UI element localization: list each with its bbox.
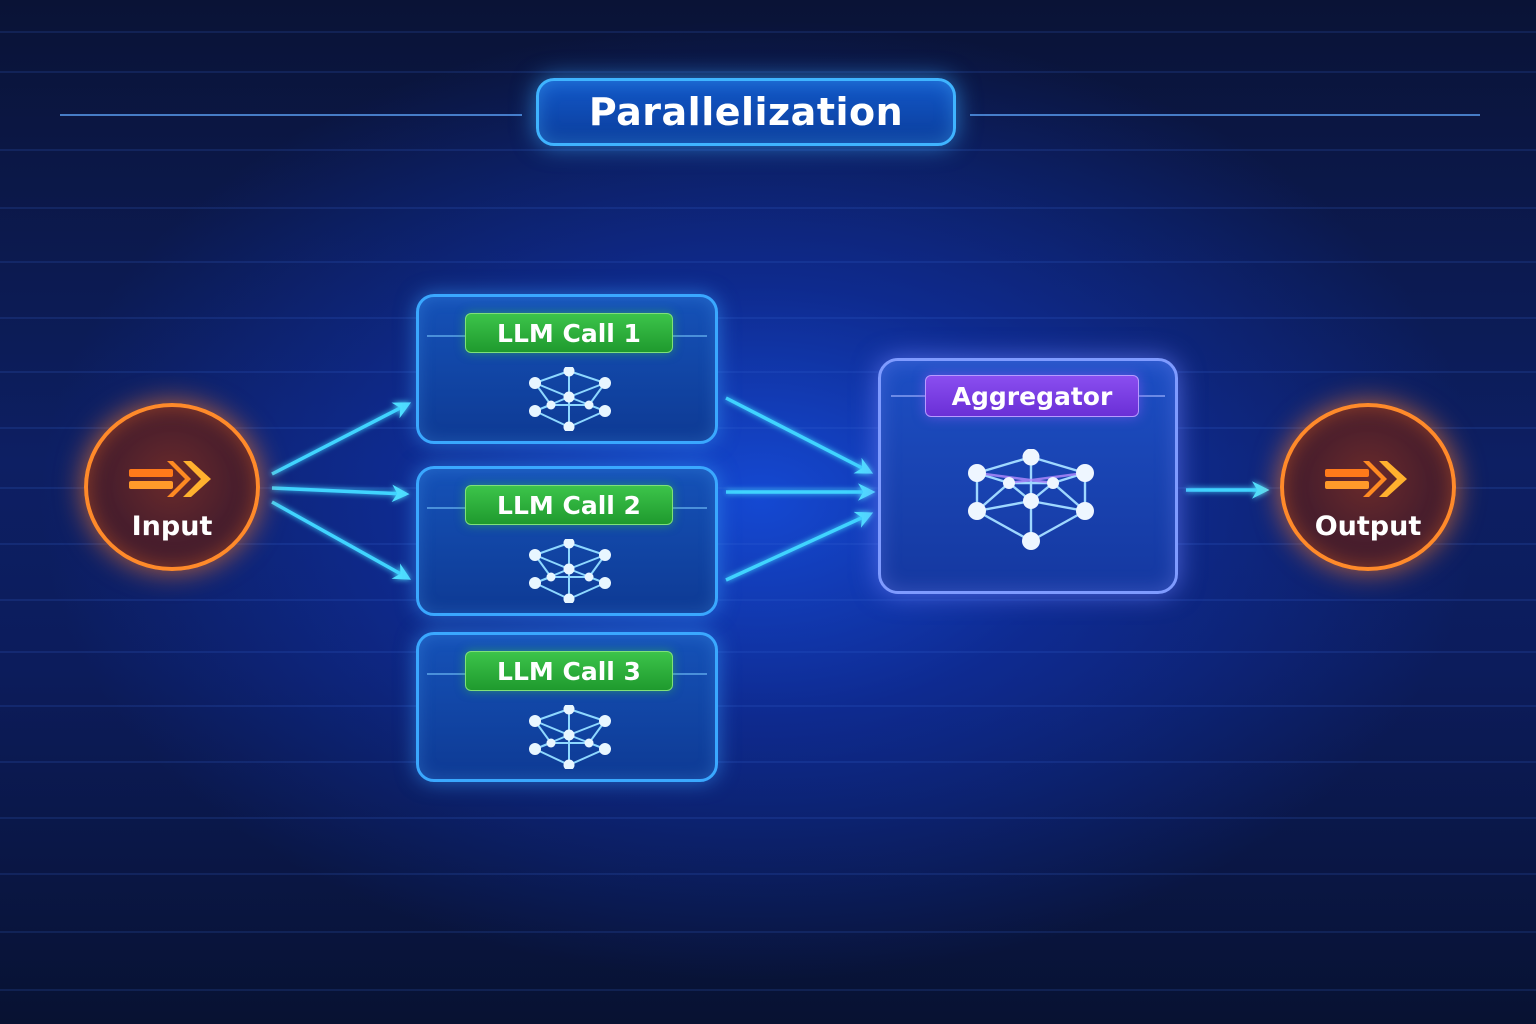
neural-network-icon (529, 367, 611, 431)
llm-call-2-box: LLM Call 2 (416, 466, 718, 616)
neural-network-icon (968, 449, 1094, 550)
output-node: Output (1280, 403, 1456, 571)
llm-call-1-box: LLM Call 1 (416, 294, 718, 444)
arrow-llm3-to-aggregator (725, 511, 874, 582)
diagram-title: Parallelization (536, 78, 956, 146)
llm-call-3-box: LLM Call 3 (416, 632, 718, 782)
neural-network-icon (529, 539, 611, 603)
input-node: Input (84, 403, 260, 571)
double-arrow-right-icon (1325, 461, 1407, 497)
arrow-llm1-to-aggregator (725, 396, 874, 474)
llm-call-2-label: LLM Call 2 (465, 485, 673, 525)
output-label: Output (1314, 511, 1422, 542)
input-label: Input (131, 511, 213, 542)
arrow-input-to-llm1 (271, 402, 412, 476)
aggregator-box: Aggregator (878, 358, 1178, 594)
neural-network-icon (529, 705, 611, 769)
llm-call-1-label: LLM Call 1 (465, 313, 673, 353)
aggregator-label: Aggregator (925, 375, 1139, 417)
arrow-input-to-llm2 (271, 484, 410, 503)
arrow-input-to-llm3 (271, 500, 412, 580)
double-arrow-right-icon (129, 461, 211, 497)
llm-call-3-label: LLM Call 3 (465, 651, 673, 691)
